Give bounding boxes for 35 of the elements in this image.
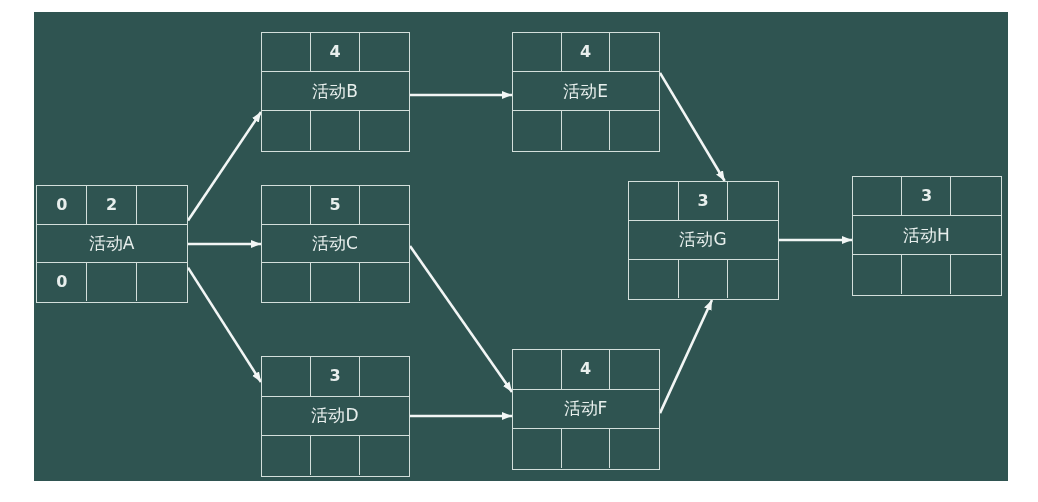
arrow — [658, 72, 726, 182]
activity-grid — [261, 185, 410, 303]
cell-number: 3 — [329, 367, 341, 386]
cell-number: 4 — [329, 43, 341, 62]
activity-name: 活动C — [312, 233, 358, 254]
activity-name: 活动B — [312, 81, 358, 102]
activity-name: 活动A — [88, 233, 135, 254]
activity-grid — [512, 349, 660, 470]
cell-number: 3 — [920, 187, 933, 206]
activity-name: 活动H — [903, 225, 950, 246]
cell-number: 5 — [329, 195, 341, 215]
activity-grid — [261, 356, 410, 477]
cell-number: 0 — [56, 195, 68, 215]
cell-number: 3 — [697, 192, 709, 211]
arrow — [408, 245, 514, 393]
cell-number: 4 — [579, 43, 592, 62]
arrow — [186, 266, 263, 383]
activity-name: 活动F — [563, 399, 608, 419]
activity-grid — [628, 181, 779, 300]
arrow — [188, 240, 261, 248]
cell-number: 2 — [105, 195, 118, 215]
activity-name: 活动E — [563, 81, 608, 102]
activity-grid — [36, 185, 188, 303]
activity-name: 活动D — [311, 406, 359, 426]
arrow — [186, 111, 263, 222]
cell-number: 0 — [56, 272, 68, 291]
arrow — [779, 235, 852, 244]
cell-number: 4 — [579, 360, 592, 379]
activity-grid — [261, 32, 410, 152]
activity-name: 活动G — [679, 230, 727, 250]
activity-grid — [512, 32, 660, 152]
arrow — [410, 412, 512, 421]
activity-grid — [852, 176, 1002, 296]
arrow — [410, 91, 512, 99]
arrow — [658, 299, 714, 414]
